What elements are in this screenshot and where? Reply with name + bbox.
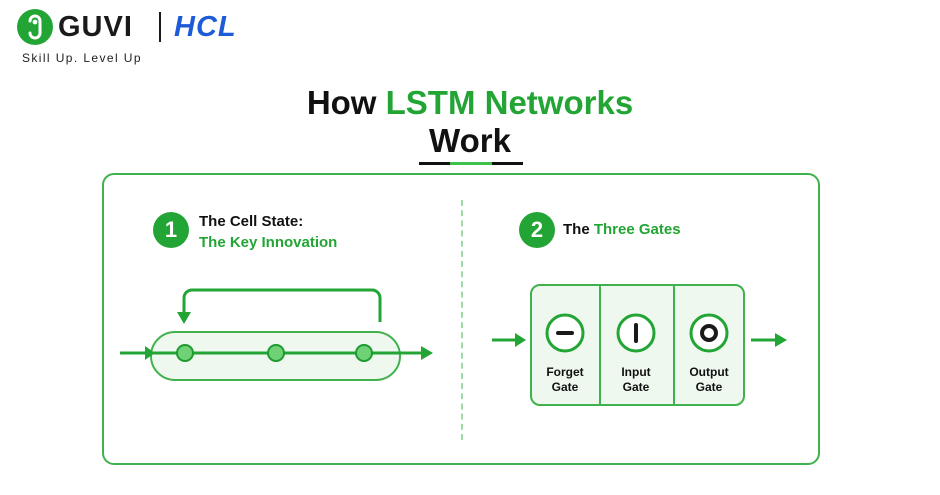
- flow-output-arrowhead: [421, 346, 433, 360]
- gate-label-line: Output: [689, 365, 729, 379]
- gate-label-line: Gate: [622, 380, 650, 394]
- loop-arrowhead: [177, 312, 191, 324]
- gate-flow-arrows: [492, 333, 787, 347]
- guvi-logo-icon: [17, 9, 53, 45]
- page-title-line2: Work: [429, 122, 511, 159]
- page-title: How LSTM Networks: [0, 84, 940, 122]
- title-prefix: How: [306, 84, 386, 121]
- three-gates-title-prefix: The: [563, 221, 594, 238]
- gate-label-line: Gate: [551, 380, 579, 394]
- brand-divider: [159, 12, 161, 42]
- diagram-frame: [102, 173, 820, 465]
- gate-label-line: Gate: [695, 380, 723, 394]
- partner-name: HCL: [174, 11, 237, 43]
- brand-tagline: Skill Up. Level Up: [22, 51, 142, 65]
- gate-label-line: Forget: [546, 365, 584, 379]
- cell-node: [267, 344, 285, 362]
- section-divider: [461, 200, 463, 440]
- cell-state-title: The Cell State:: [199, 213, 304, 230]
- gate-label-line: Input: [621, 365, 651, 379]
- flow-input-arrowhead: [145, 346, 155, 360]
- ring-circle-icon: [689, 313, 729, 353]
- cell-node: [355, 344, 373, 362]
- loop-arrow: [182, 288, 382, 322]
- step-badge-1: 1: [153, 212, 189, 248]
- gate-separator: [673, 286, 675, 404]
- step-badge-2: 2: [519, 212, 555, 248]
- gate-separator: [599, 286, 601, 404]
- three-gates-title-highlight: Three Gates: [593, 221, 681, 238]
- three-gates-title: The Three Gates: [563, 221, 681, 239]
- title-highlight: LSTM Networks: [385, 84, 634, 121]
- cell-node: [176, 344, 194, 362]
- cell-state-diagram: [120, 288, 433, 381]
- brand-name: GUVI: [58, 11, 133, 43]
- gate-input-arrowhead: [515, 333, 526, 347]
- gate-output-arrowhead: [775, 333, 787, 347]
- minus-circle-icon: [545, 313, 585, 353]
- bar-circle-icon: [616, 313, 656, 353]
- cell-state-subtitle: The Key Innovation: [199, 234, 338, 251]
- title-underline-accent: [450, 162, 492, 165]
